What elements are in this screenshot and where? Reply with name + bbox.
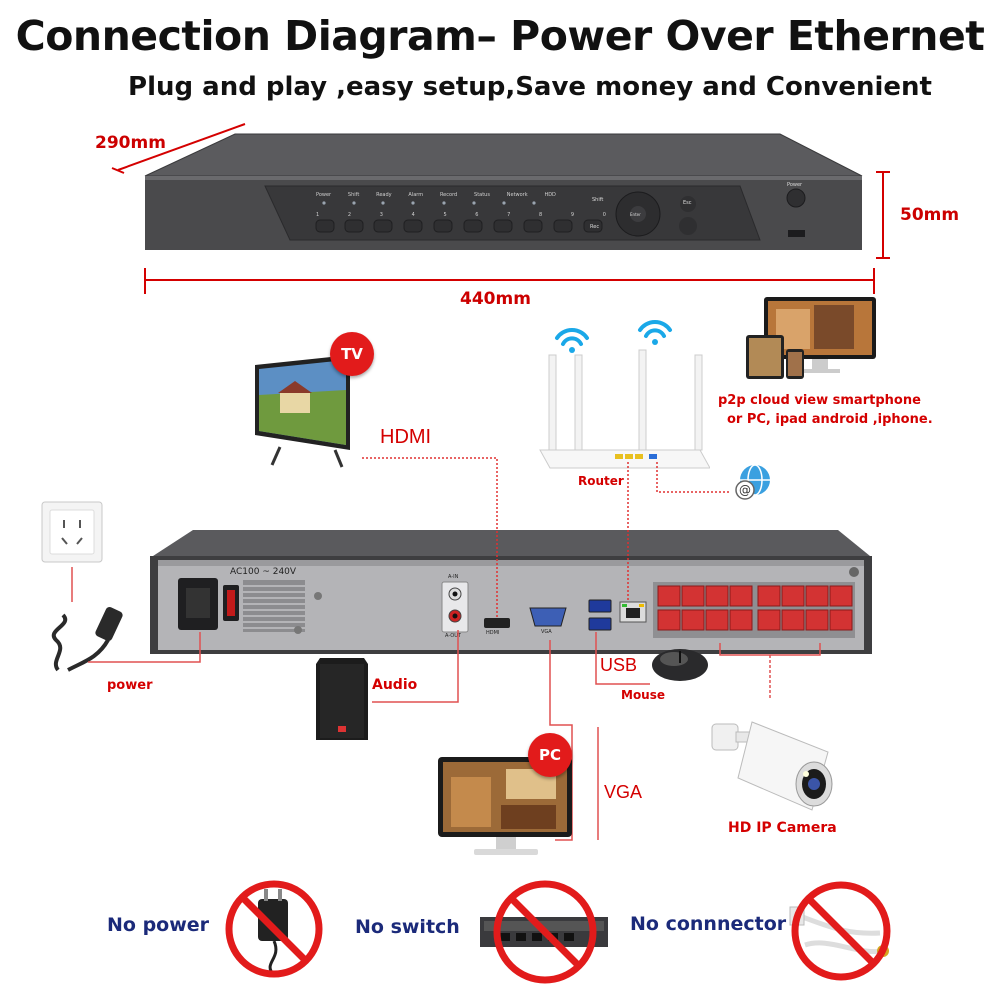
nvr-front-view: Power Shift Ready Alarm Record Status Ne… [140,128,865,258]
hdmi-port-label: HDMI [486,630,500,636]
pc-monitor-image [436,755,576,860]
tv-image [250,355,360,475]
p2p-devices-image [742,295,882,385]
dimension-lines [111,123,890,294]
button-number: 1 [316,212,320,218]
speaker-image [312,656,370,742]
indicator-power: Power [316,192,332,198]
indicator-status: Status [474,192,490,198]
camera-label: HD IP Camera [728,820,837,836]
page-subtitle: Plug and play ,easy setup,Save money and… [128,72,932,102]
button-number: 6 [475,212,479,218]
button-number: 9 [570,212,575,218]
enter-button-label: Enter [630,212,641,217]
psu-voltage-label: AC100 ~ 240V [230,567,297,577]
indicator-record: Record [439,192,458,198]
mouse-image [648,645,712,685]
front-indicator-labels: Power Shift Ready Alarm Record Status Ne… [316,192,556,202]
usb-label: USB [600,655,638,675]
nvr-rear-view: AC100 ~ 240V A-IN A-OUT HDMI VGA [148,530,873,662]
wifi-icon [555,320,672,346]
no-connector-icon [785,875,895,985]
button-number: 5 [443,212,447,218]
front-button-numbers: 1 2 3 4 5 6 7 8 9 0 [316,212,606,220]
indicator-ready: Ready [376,192,392,198]
tv-badge: TV [330,332,374,376]
internet-globe-icon: @ [733,462,773,502]
audio-out-label: A-OUT [445,633,461,639]
indicator-network: Network [506,192,528,198]
width-dimension: 440mm [460,289,531,309]
rec-button-label: Rec [590,224,600,230]
power-cord-image [48,600,123,680]
power-outlet-image [40,500,105,565]
power-button-label: Power [787,182,803,188]
button-number: 8 [539,212,543,218]
button-number: 2 [347,212,352,218]
shift-button-label: Shift [592,197,604,203]
indicator-hdd: HDD [544,192,556,198]
no-power-label: No power [107,914,210,936]
mouse-label: Mouse [621,688,666,702]
indicator-alarm: Alarm [408,192,424,198]
ip-camera-image [708,712,838,817]
no-power-adapter-icon [222,877,326,981]
no-connector-label: No connnector [630,913,787,935]
pc-badge: PC [528,733,572,777]
height-dimension: 50mm [900,205,960,225]
button-number: 0 [602,212,606,218]
audio-label: Audio [372,677,418,693]
svg-text:@: @ [739,483,751,497]
power-label: power [107,678,153,693]
no-switch-label: No switch [355,916,460,938]
audio-in-label: A-IN [448,574,459,580]
no-switch-icon [470,877,620,987]
router-label: Router [578,474,624,488]
router-image [535,310,710,480]
vga-port-label: VGA [541,629,552,635]
indicator-shift: Shift [347,192,360,198]
page-title: Connection Diagram– Power Over Ethernet [15,12,985,60]
p2p-label-line1: p2p cloud view smartphone [718,393,921,408]
esc-button-label: Esc [683,200,692,206]
button-number: 7 [507,212,511,218]
p2p-label-line2: or PC, ipad android ,iphone. [727,412,933,427]
depth-dimension: 290mm [95,133,166,153]
hdmi-label: HDMI [380,426,432,448]
button-number: 4 [411,212,415,218]
vga-label: VGA [604,782,643,802]
button-number: 3 [379,212,383,218]
